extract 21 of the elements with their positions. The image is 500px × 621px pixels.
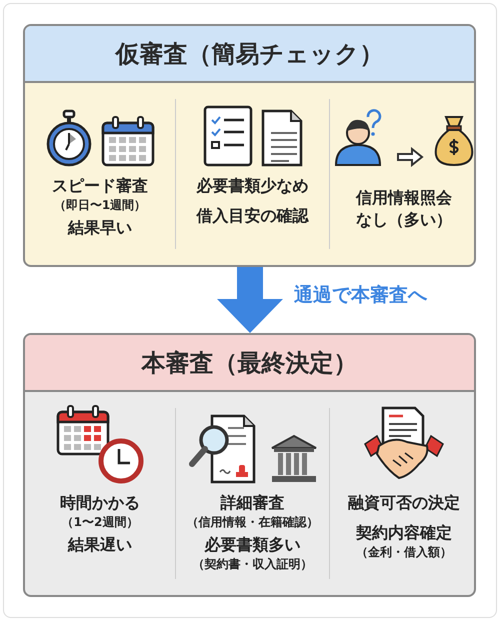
note-text: （金利・借入額） xyxy=(356,544,452,560)
down-arrow xyxy=(217,267,283,333)
stage-panel xyxy=(23,24,476,267)
note-text: （契約書・収入証明） xyxy=(192,556,312,572)
panel-title: 仮審査（簡易チェック） xyxy=(116,38,384,70)
note-text: （即日〜1週間） xyxy=(54,197,146,213)
feature-text: 借入目安の確認 xyxy=(196,205,308,227)
panel-title: 本審査（最終決定） xyxy=(142,348,358,378)
note-text: （信用情報・在籍確認） xyxy=(186,514,318,530)
feature-text: 必要書類多い xyxy=(204,534,300,556)
feature-text: 必要書類少なめ xyxy=(196,175,308,197)
feature-text: 結果早い xyxy=(68,217,132,239)
feature-text: 融資可否の決定 xyxy=(348,492,460,514)
feature-text: 結果遅い xyxy=(68,534,132,556)
feature-text: 詳細審査 xyxy=(220,492,284,514)
stage-panel xyxy=(23,333,476,597)
feature-text: 時間かかる xyxy=(60,492,140,514)
note-text: （1〜2週間） xyxy=(62,514,138,530)
feature-text: 契約内容確定 xyxy=(356,522,452,544)
feature-text: 信用情報照会なし（多い） xyxy=(354,187,453,231)
feature-text: スピード審査 xyxy=(52,175,148,197)
